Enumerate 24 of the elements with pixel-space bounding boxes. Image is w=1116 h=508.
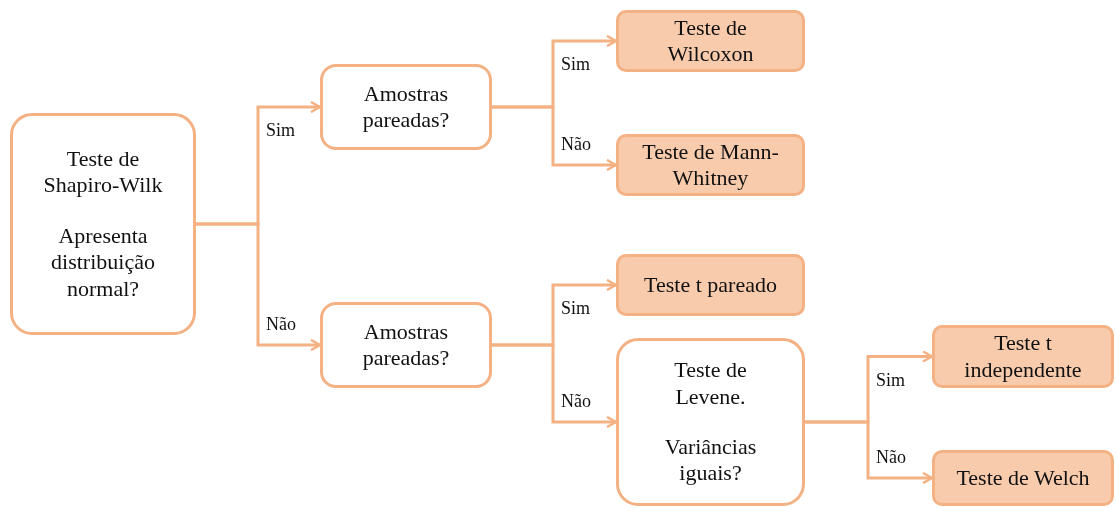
decision-box [320, 302, 492, 388]
node-text: Variâncias iguais? [663, 434, 758, 487]
node-text: Teste de Mann-Whitney [641, 138, 780, 192]
node-text: Teste de Shapiro-Wilk [43, 146, 163, 199]
arrow [805, 420, 934, 485]
arrow [492, 343, 618, 429]
result-box [932, 450, 1114, 506]
result-box [616, 10, 805, 72]
node-text: Apresenta distribuição normal? [50, 222, 156, 302]
node-text: Teste t pareado [644, 271, 777, 299]
result-box [616, 254, 805, 316]
node-text: Teste t independente [963, 330, 1083, 383]
node-text: Teste de Levene. [673, 357, 748, 410]
decision-box [320, 64, 492, 150]
arrow [196, 222, 322, 352]
node-text: Teste de Welch [956, 464, 1090, 492]
decision-box [10, 113, 196, 335]
arrow [492, 105, 618, 172]
decision-box [616, 338, 805, 506]
node-text: Teste de Wilcoxon [666, 14, 755, 68]
node-text: Amostras pareadas? [361, 80, 451, 134]
result-box [616, 134, 805, 196]
result-box [932, 325, 1114, 388]
node-text: Amostras pareadas? [361, 318, 451, 372]
